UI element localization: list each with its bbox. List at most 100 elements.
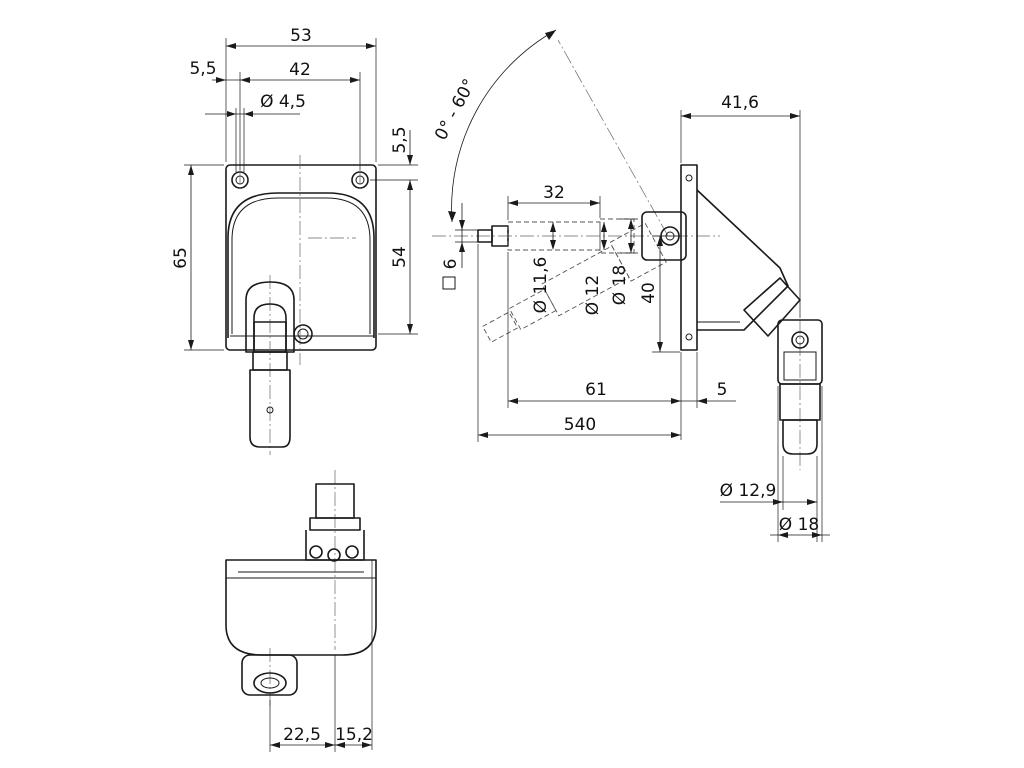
dim-5-label: 5 xyxy=(717,380,728,400)
front-joint-inner xyxy=(253,303,287,352)
angled-rod xyxy=(482,222,667,343)
dim-15-2-label: 15,2 xyxy=(335,725,373,745)
dim-dia-11-6-arrow-bottom xyxy=(550,240,556,250)
side-mounting-plate xyxy=(680,164,698,351)
side-angled-centerline xyxy=(557,39,669,237)
side-lower-arm xyxy=(743,277,801,337)
angle-range-label: 0° - 60° xyxy=(431,76,480,144)
dim-42-arrow-right xyxy=(350,77,360,83)
angle-arc xyxy=(451,29,557,223)
dim-5-arrow-right xyxy=(697,398,707,404)
dim-40-arrow-top xyxy=(657,236,663,246)
dim-540-label: 540 xyxy=(564,415,596,435)
dim-53-arrow-right xyxy=(366,43,376,49)
front-view: 53 42 5,5 Ø 4,5 65 54 5,5 xyxy=(171,26,418,455)
dim-32-arrow-left xyxy=(508,200,518,206)
dim-dia-12-arrow-top xyxy=(601,222,607,232)
dim-40-label: 40 xyxy=(639,282,659,304)
top-view: 22,5 15,2 xyxy=(225,470,377,752)
dim-5-5-right-arrow xyxy=(407,155,413,165)
front-housing xyxy=(227,192,375,338)
dim-6-arrow-top xyxy=(459,220,465,230)
dim-15-2-arrow-right xyxy=(362,742,372,748)
dim-dia-4-5-label: Ø 4,5 xyxy=(260,92,306,112)
dim-54-label: 54 xyxy=(390,246,410,268)
dim-dia-18-arrow-top xyxy=(628,219,634,229)
top-shaft-collar xyxy=(309,517,361,531)
side-bottom-joint-cross xyxy=(783,351,817,381)
top-bottom-joint-eye xyxy=(253,672,287,694)
dim-22-5-arrow-right xyxy=(325,742,335,748)
dim-41-6-label: 41,6 xyxy=(721,93,759,113)
dim-540-arrow-left xyxy=(478,432,488,438)
side-pivot-joint xyxy=(641,211,687,261)
top-fork-pin-right xyxy=(345,545,359,559)
front-joint-pin xyxy=(293,324,313,344)
dim-6-label: 6 xyxy=(441,259,461,270)
dim-dia-18-bottom-arrow-left xyxy=(778,532,788,538)
angled-rod-coupling xyxy=(609,222,667,282)
rod-coupling xyxy=(599,218,635,254)
dim-40-arrow-bottom xyxy=(657,342,663,352)
front-shaft-pin-hole xyxy=(266,406,274,414)
dim-dia-12-9-label: Ø 12,9 xyxy=(720,481,777,501)
angled-rod-neck xyxy=(508,288,557,331)
dim-65-arrow-bottom xyxy=(188,340,194,350)
side-housing xyxy=(696,189,789,331)
dim-dia-18-arrow-bottom xyxy=(628,243,634,253)
dim-41-6-arrow-right xyxy=(790,113,800,119)
side-plate-hole-top xyxy=(685,174,693,182)
dim-53-arrow-left xyxy=(226,43,236,49)
dim-5-5-arrow xyxy=(216,77,226,83)
dim-54-arrow-bottom xyxy=(407,324,413,334)
top-bottom-joint xyxy=(241,654,298,696)
angle-arc-arrow-top xyxy=(545,30,556,40)
side-plate-hole-bottom xyxy=(685,333,693,341)
dim-dia-18-label: Ø 18 xyxy=(610,265,630,305)
square-symbol xyxy=(442,276,456,290)
dim-22-5-label: 22,5 xyxy=(283,725,321,745)
dim-54-arrow-top xyxy=(407,180,413,190)
dim-540-arrow-right xyxy=(671,432,681,438)
side-bottom-joint-pin xyxy=(791,331,809,349)
angle-arc-arrow-bottom xyxy=(448,211,456,222)
dim-dia-12-arrow-bottom xyxy=(601,240,607,250)
top-fork-pin-center xyxy=(327,548,341,562)
dim-42-arrow-left xyxy=(240,77,250,83)
dim-65-label: 65 xyxy=(171,247,191,269)
dim-6-arrow-bottom xyxy=(459,242,465,252)
front-joint-yoke xyxy=(245,281,295,353)
dim-61-label: 61 xyxy=(585,380,607,400)
top-bottom-joint-eye-inner xyxy=(260,677,280,689)
front-housing-inner xyxy=(231,197,371,334)
dim-dia-12-label: Ø 12 xyxy=(583,275,603,315)
dim-dia-12-9-arrow-right xyxy=(807,499,817,505)
dim-65-arrow-top xyxy=(188,165,194,175)
front-mounting-plate xyxy=(225,164,377,351)
dim-dia-18-bottom-arrow-right xyxy=(812,532,822,538)
dim-dia-18-bottom-label: Ø 18 xyxy=(779,515,819,535)
dim-32-arrow-right xyxy=(590,200,600,206)
dim-22-5-arrow-left xyxy=(270,742,280,748)
dim-dia-11-6-label: Ø 11,6 xyxy=(531,257,551,314)
rod-tube xyxy=(507,221,601,251)
dim-dia-11-6-arrow-top xyxy=(550,222,556,232)
dim-61-arrow-right xyxy=(671,398,681,404)
side-bottom-shaft xyxy=(782,419,818,455)
dim-5-5-left-label: 5,5 xyxy=(189,59,216,79)
angled-rod-tip xyxy=(482,311,519,343)
side-bottom-joint-pin-inner xyxy=(795,335,805,345)
dim-5-5-right-label: 5,5 xyxy=(390,126,410,153)
dim-15-2-arrow-left xyxy=(335,742,345,748)
dim-41-6-arrow-left xyxy=(681,113,691,119)
dim-61-arrow-left xyxy=(508,398,518,404)
dim-dia-4-5-arrow-left xyxy=(227,111,236,117)
front-shaft xyxy=(249,369,291,448)
dim-42-label: 42 xyxy=(289,60,311,80)
dim-53-label: 53 xyxy=(290,26,312,46)
side-view: 0° - 60° xyxy=(431,29,830,542)
top-body xyxy=(225,559,377,656)
dim-32-label: 32 xyxy=(543,183,565,203)
